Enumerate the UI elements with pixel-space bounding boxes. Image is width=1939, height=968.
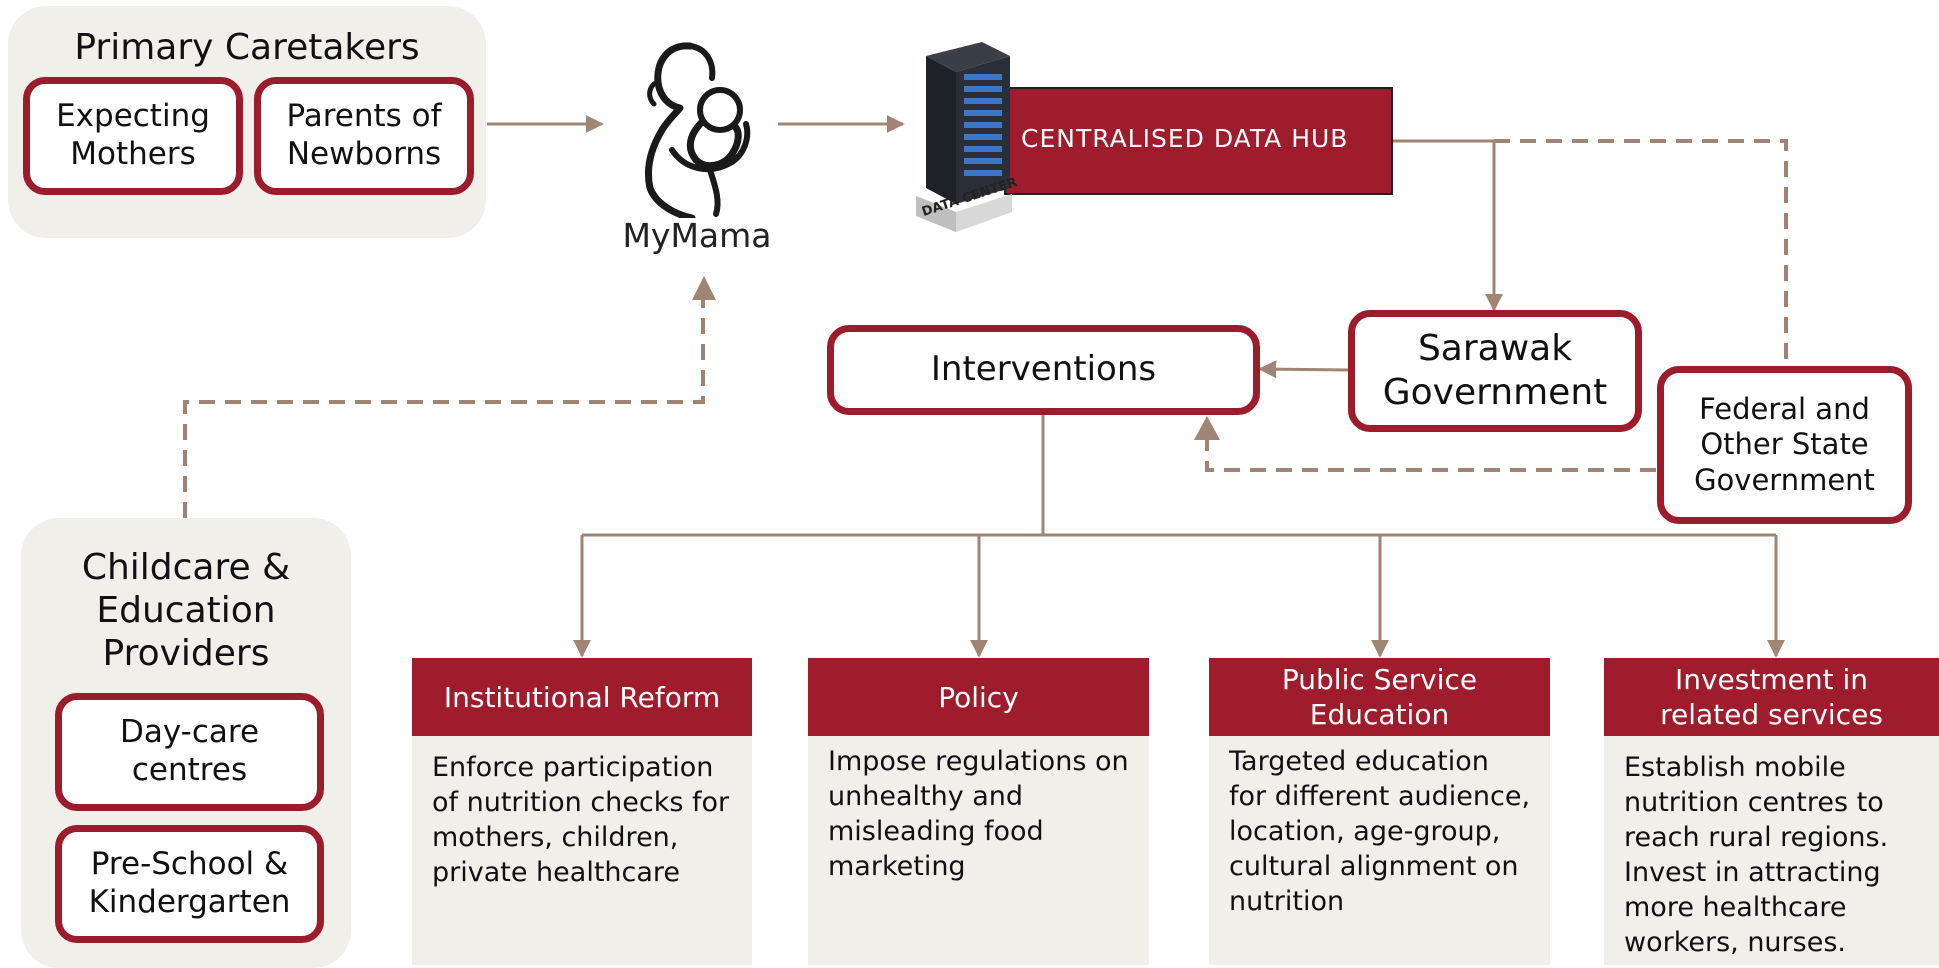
column-header-public-service-education: Public Service Education (1209, 658, 1550, 736)
arrowhead-federal-to-interventions (1194, 416, 1220, 440)
column-body-public-service-education: Targeted education for different audienc… (1209, 736, 1550, 965)
dashed-federal-to-interventions (1205, 430, 1656, 472)
data-hub-box (1004, 87, 1393, 195)
federal-government-box: Federal and Other State Government (1657, 366, 1912, 524)
mother-and-baby-icon (645, 42, 751, 218)
column-header-institutional-reform: Institutional Reform (412, 658, 752, 736)
primary-caretakers-title: Primary Caretakers (74, 27, 420, 68)
column-body-institutional-reform: Enforce participation of nutrition check… (412, 736, 752, 965)
column-body-policy: Impose regulations on unhealthy and misl… (808, 736, 1149, 965)
column-header-investment: Investment in related services (1604, 658, 1939, 736)
mymama-label: MyMama (622, 216, 772, 255)
sarawak-government-box: Sarawak Government (1348, 310, 1642, 432)
arrowhead-childcare-to-mymama (692, 276, 716, 300)
interventions-box: Interventions (827, 325, 1260, 415)
column-header-policy: Policy (808, 658, 1149, 736)
pre-school-box: Pre-School & Kindergarten (55, 825, 324, 943)
dashed-hub-to-federal (1494, 139, 1788, 360)
data-hub-label: CENTRALISED DATA HUB (1021, 124, 1349, 153)
parents-of-newborns-box: Parents of Newborns (254, 77, 474, 195)
day-care-box: Day-care centres (55, 693, 324, 811)
arrow-sarawak-to-interventions (1258, 360, 1351, 379)
arrow-hub-to-sarawak (1393, 139, 1503, 312)
column-body-investment: Establish mobile nutrition centres to re… (1604, 736, 1939, 965)
childcare-title: Childcare & Education Providers (81, 547, 291, 675)
expecting-mothers-box: Expecting Mothers (23, 77, 243, 195)
dashed-childcare-to-mymama (183, 290, 705, 518)
data-center-server-icon (916, 42, 1012, 232)
